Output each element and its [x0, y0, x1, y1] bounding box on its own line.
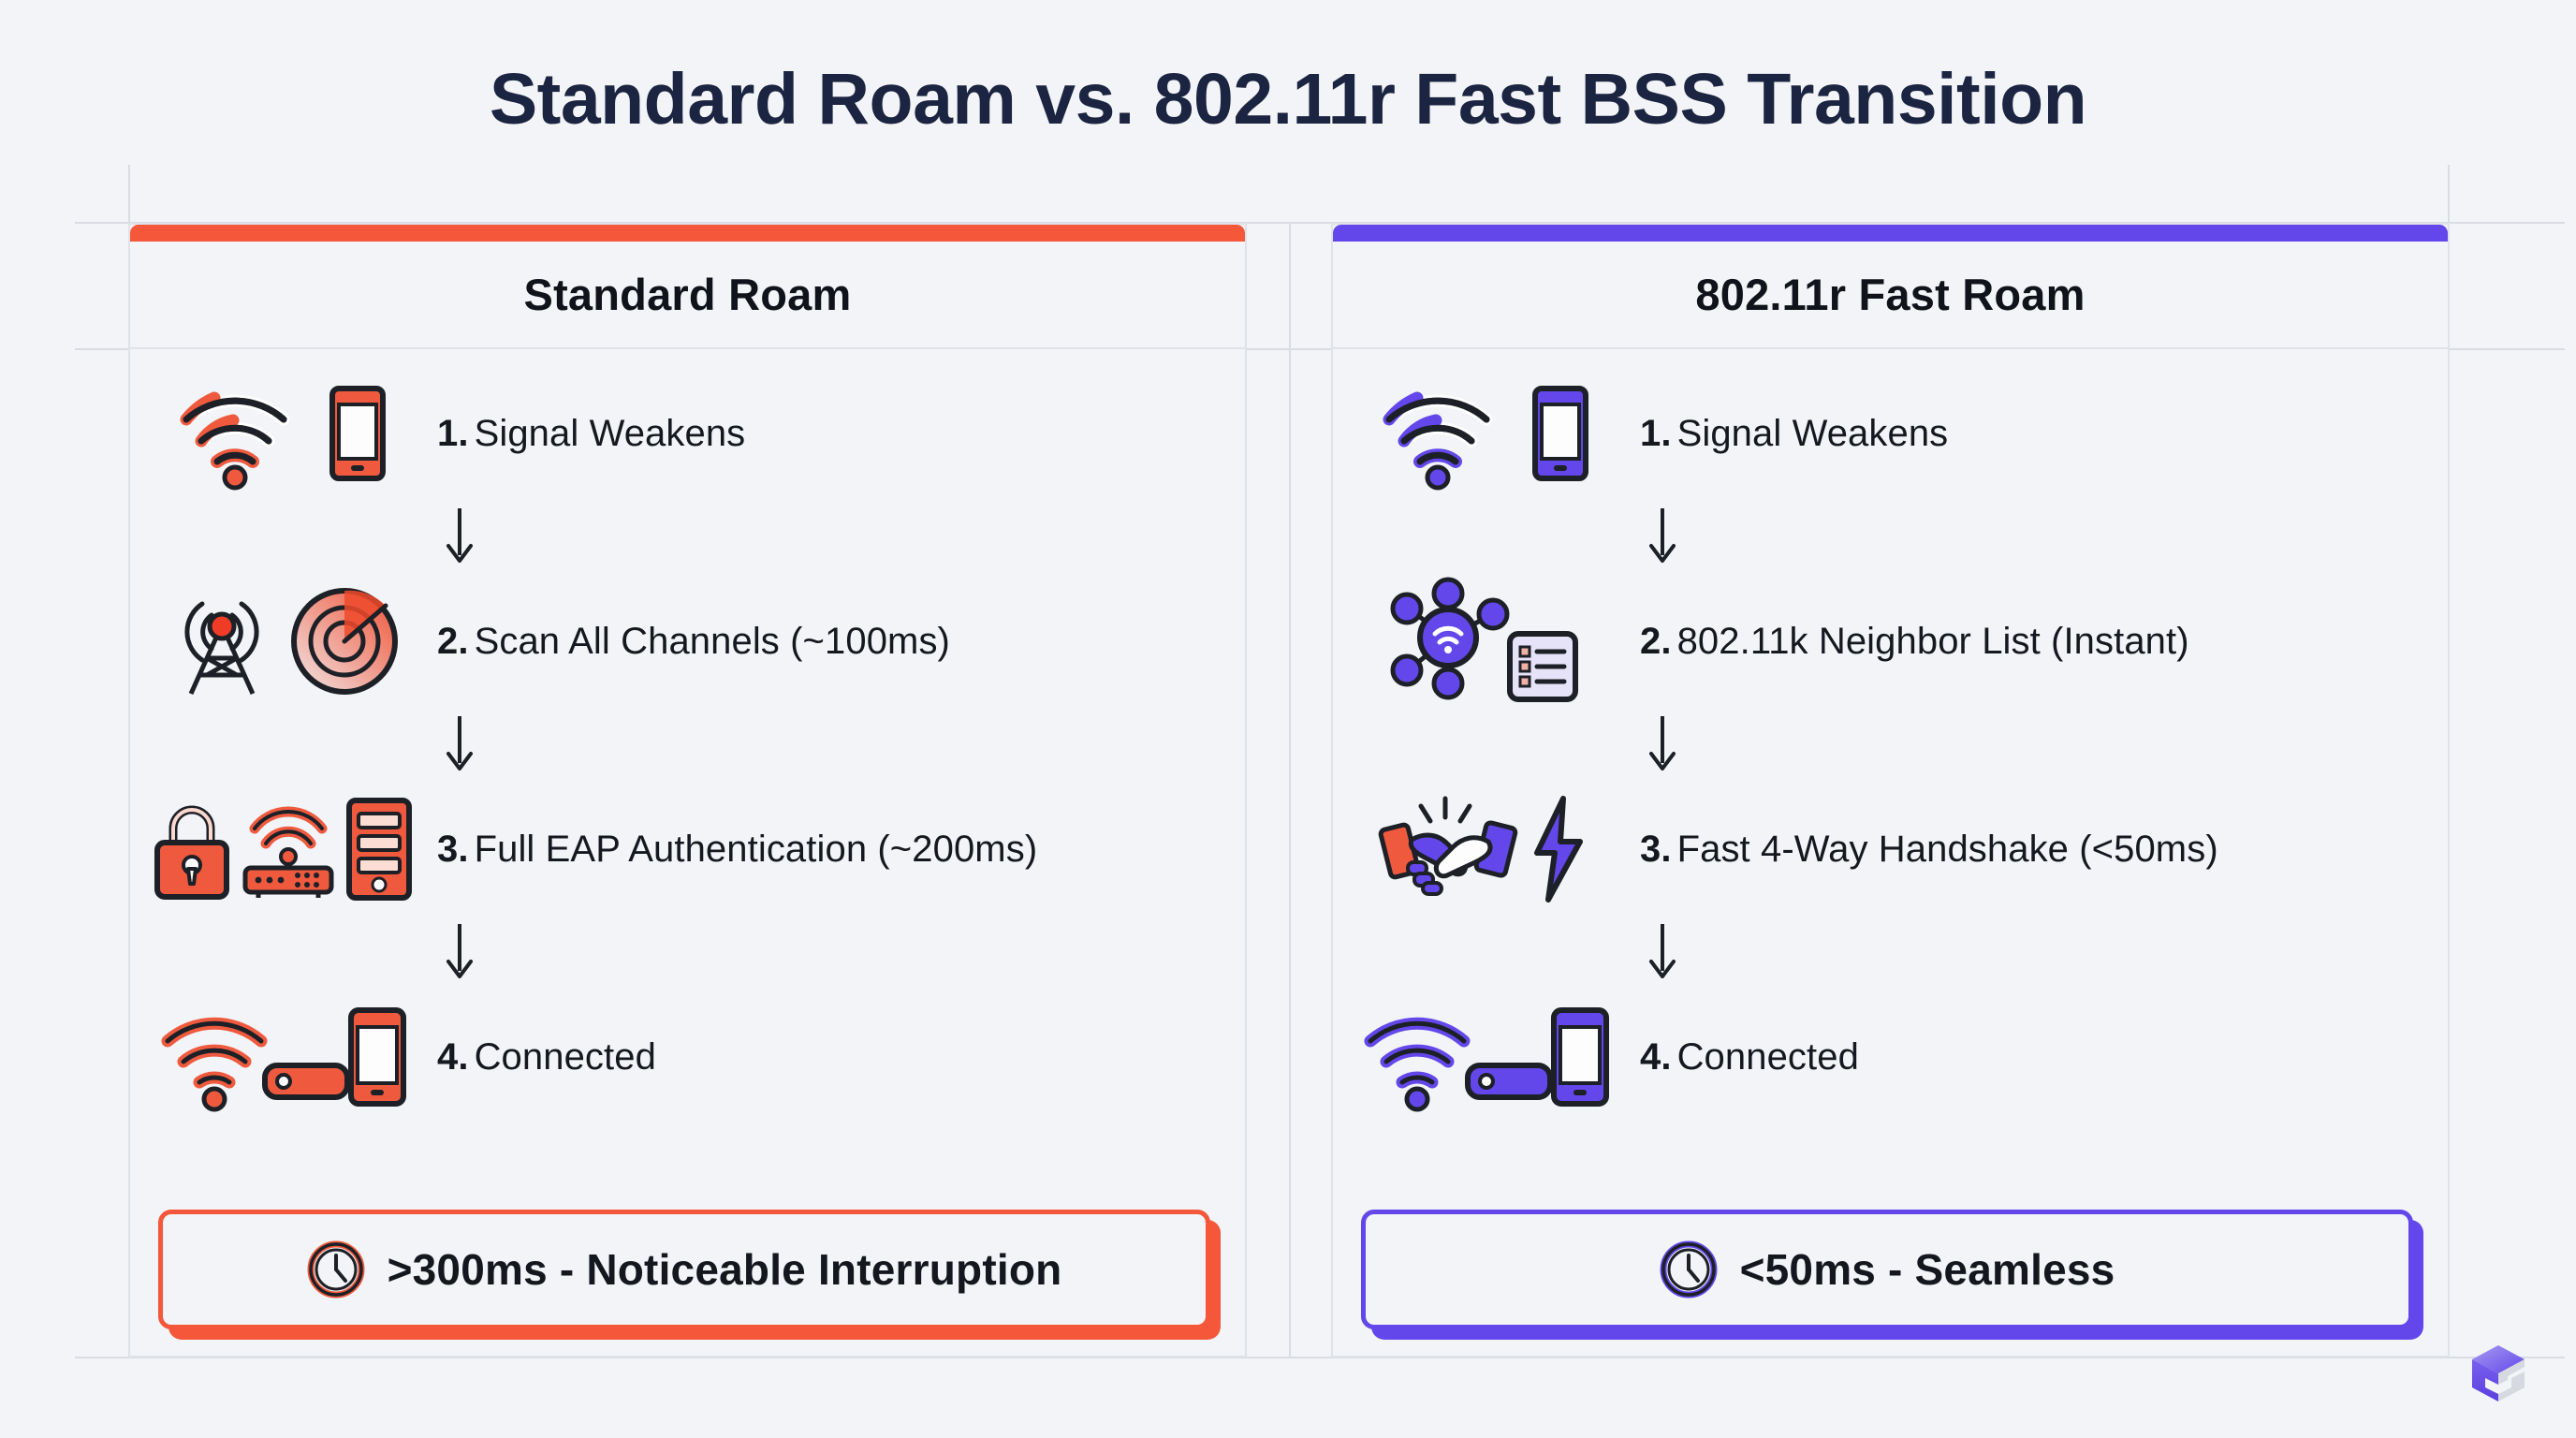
flow-arrow [128, 920, 1247, 986]
access-point-icon [1465, 1063, 1553, 1100]
step-number: 1. [437, 412, 469, 454]
wifi-full-icon [161, 1017, 268, 1112]
step-number: 2. [437, 620, 469, 662]
step-number: 1. [1640, 412, 1672, 454]
smartphone-icon [1532, 386, 1588, 481]
step-icon-group [128, 996, 437, 1118]
step-row: 4.Connected [1331, 986, 2450, 1128]
guide-line-horizontal-mid [75, 348, 2565, 350]
step-row: 3.Fast 4-Way Handshake (<50ms) [1331, 778, 2450, 920]
flow-arrow [1331, 920, 2450, 986]
step-row: 3.Full EAP Authentication (~200ms) [128, 778, 1247, 920]
down-arrow-icon [446, 508, 473, 563]
wifi-full-icon [1364, 1017, 1471, 1112]
step-title: Full EAP Authentication (~200ms) [474, 828, 1038, 870]
isometric-cube-logo [2469, 1343, 2527, 1404]
step-title: Connected [474, 1035, 656, 1078]
column-fast-roam: 802.11r Fast Roam [1331, 223, 2450, 1357]
step-icon-group [128, 580, 437, 702]
accent-bar [130, 225, 1245, 242]
down-arrow-icon [446, 716, 473, 770]
flow-arrow [128, 505, 1247, 570]
column-header-title: 802.11r Fast Roam [1695, 270, 2086, 319]
step-title: Connected [1676, 1035, 1859, 1078]
step-title: Fast 4-Way Handshake (<50ms) [1676, 828, 2218, 870]
step-number: 3. [437, 828, 469, 870]
column-header-card: Standard Roam [128, 223, 1247, 349]
smartphone-icon [348, 1007, 406, 1107]
step-label: 2.Scan All Channels (~100ms) [437, 621, 950, 663]
column-body: 1.Signal Weakens [128, 349, 1247, 1357]
guide-line-horizontal-top [75, 222, 2565, 224]
result-banner[interactable]: >300ms - Noticeable Interruption [158, 1210, 1210, 1329]
down-arrow-icon [1649, 508, 1676, 563]
step-title: Signal Weakens [474, 412, 746, 454]
step-label: 4.Connected [1640, 1036, 1859, 1078]
guide-line-vertical-mid [1289, 223, 1291, 1357]
down-arrow-icon [1649, 924, 1676, 978]
step-row: 2.Scan All Channels (~100ms) [128, 570, 1247, 712]
down-arrow-icon [1649, 716, 1676, 770]
step-label: 2.802.11k Neighbor List (Instant) [1640, 621, 2189, 663]
result-banner-wrap: >300ms - Noticeable Interruption [158, 1210, 1221, 1340]
flow-arrow [1331, 505, 2450, 570]
smartphone-icon [329, 386, 386, 481]
step-number: 4. [437, 1035, 469, 1078]
step-icon-group [1331, 996, 1640, 1118]
result-banner[interactable]: <50ms - Seamless [1361, 1210, 2413, 1329]
radio-tower-icon [184, 601, 259, 696]
step-row: 2.802.11k Neighbor List (Instant) [1331, 570, 2450, 712]
router-icon [242, 806, 334, 898]
guide-line-horizontal-bot [75, 1357, 2565, 1358]
wifi-weak-icon [1383, 391, 1493, 491]
step-row: 4.Connected [128, 986, 1247, 1128]
flow-arrow [1331, 712, 2450, 778]
step-row: 1.Signal Weakens [128, 362, 1247, 505]
step-label: 3.Fast 4-Way Handshake (<50ms) [1640, 829, 2218, 871]
step-label: 4.Connected [437, 1036, 656, 1078]
step-title: Scan All Channels (~100ms) [474, 620, 950, 662]
clock-icon [1660, 1240, 1718, 1299]
step-icon-group [1331, 577, 1640, 702]
clock-icon [307, 1240, 365, 1299]
access-point-icon [262, 1063, 350, 1100]
step-label: 3.Full EAP Authentication (~200ms) [437, 829, 1037, 871]
padlock-icon [154, 805, 229, 900]
accent-bar [1333, 225, 2448, 242]
step-number: 4. [1640, 1035, 1672, 1078]
list-icon [1507, 631, 1578, 702]
step-icon-group [1331, 373, 1640, 494]
result-text: >300ms - Noticeable Interruption [387, 1245, 1062, 1294]
step-row: 1.Signal Weakens [1331, 362, 2450, 505]
handshake-icon [1378, 796, 1518, 896]
step-title: 802.11k Neighbor List (Instant) [1676, 620, 2189, 662]
wifi-weak-icon [180, 391, 290, 491]
step-number: 2. [1640, 620, 1672, 662]
flow-arrow [128, 712, 1247, 778]
column-panel [128, 223, 1247, 1357]
step-title: Signal Weakens [1676, 412, 1949, 454]
step-icon-group [128, 788, 437, 910]
step-label: 1.Signal Weakens [1640, 413, 1948, 455]
result-banner-wrap: <50ms - Seamless [1361, 1210, 2423, 1340]
lightning-bolt-icon [1534, 796, 1583, 902]
column-panel [1331, 223, 2450, 1357]
radar-scan-icon [291, 588, 398, 695]
column-standard-roam: Standard Roam [128, 223, 1247, 1357]
step-label: 1.Signal Weakens [437, 413, 745, 455]
step-icon-group [1331, 788, 1640, 910]
column-header-title: Standard Roam [523, 270, 852, 319]
network-hub-icon [1390, 577, 1510, 700]
column-body: 1.Signal Weakens [1331, 349, 2450, 1357]
column-header-card: 802.11r Fast Roam [1331, 223, 2450, 349]
result-text: <50ms - Seamless [1739, 1245, 2115, 1294]
down-arrow-icon [446, 924, 473, 978]
server-icon [346, 798, 412, 901]
step-icon-group [128, 373, 437, 494]
page-title: Standard Roam vs. 802.11r Fast BSS Trans… [489, 59, 2087, 139]
step-number: 3. [1640, 828, 1672, 870]
smartphone-icon [1551, 1007, 1609, 1107]
